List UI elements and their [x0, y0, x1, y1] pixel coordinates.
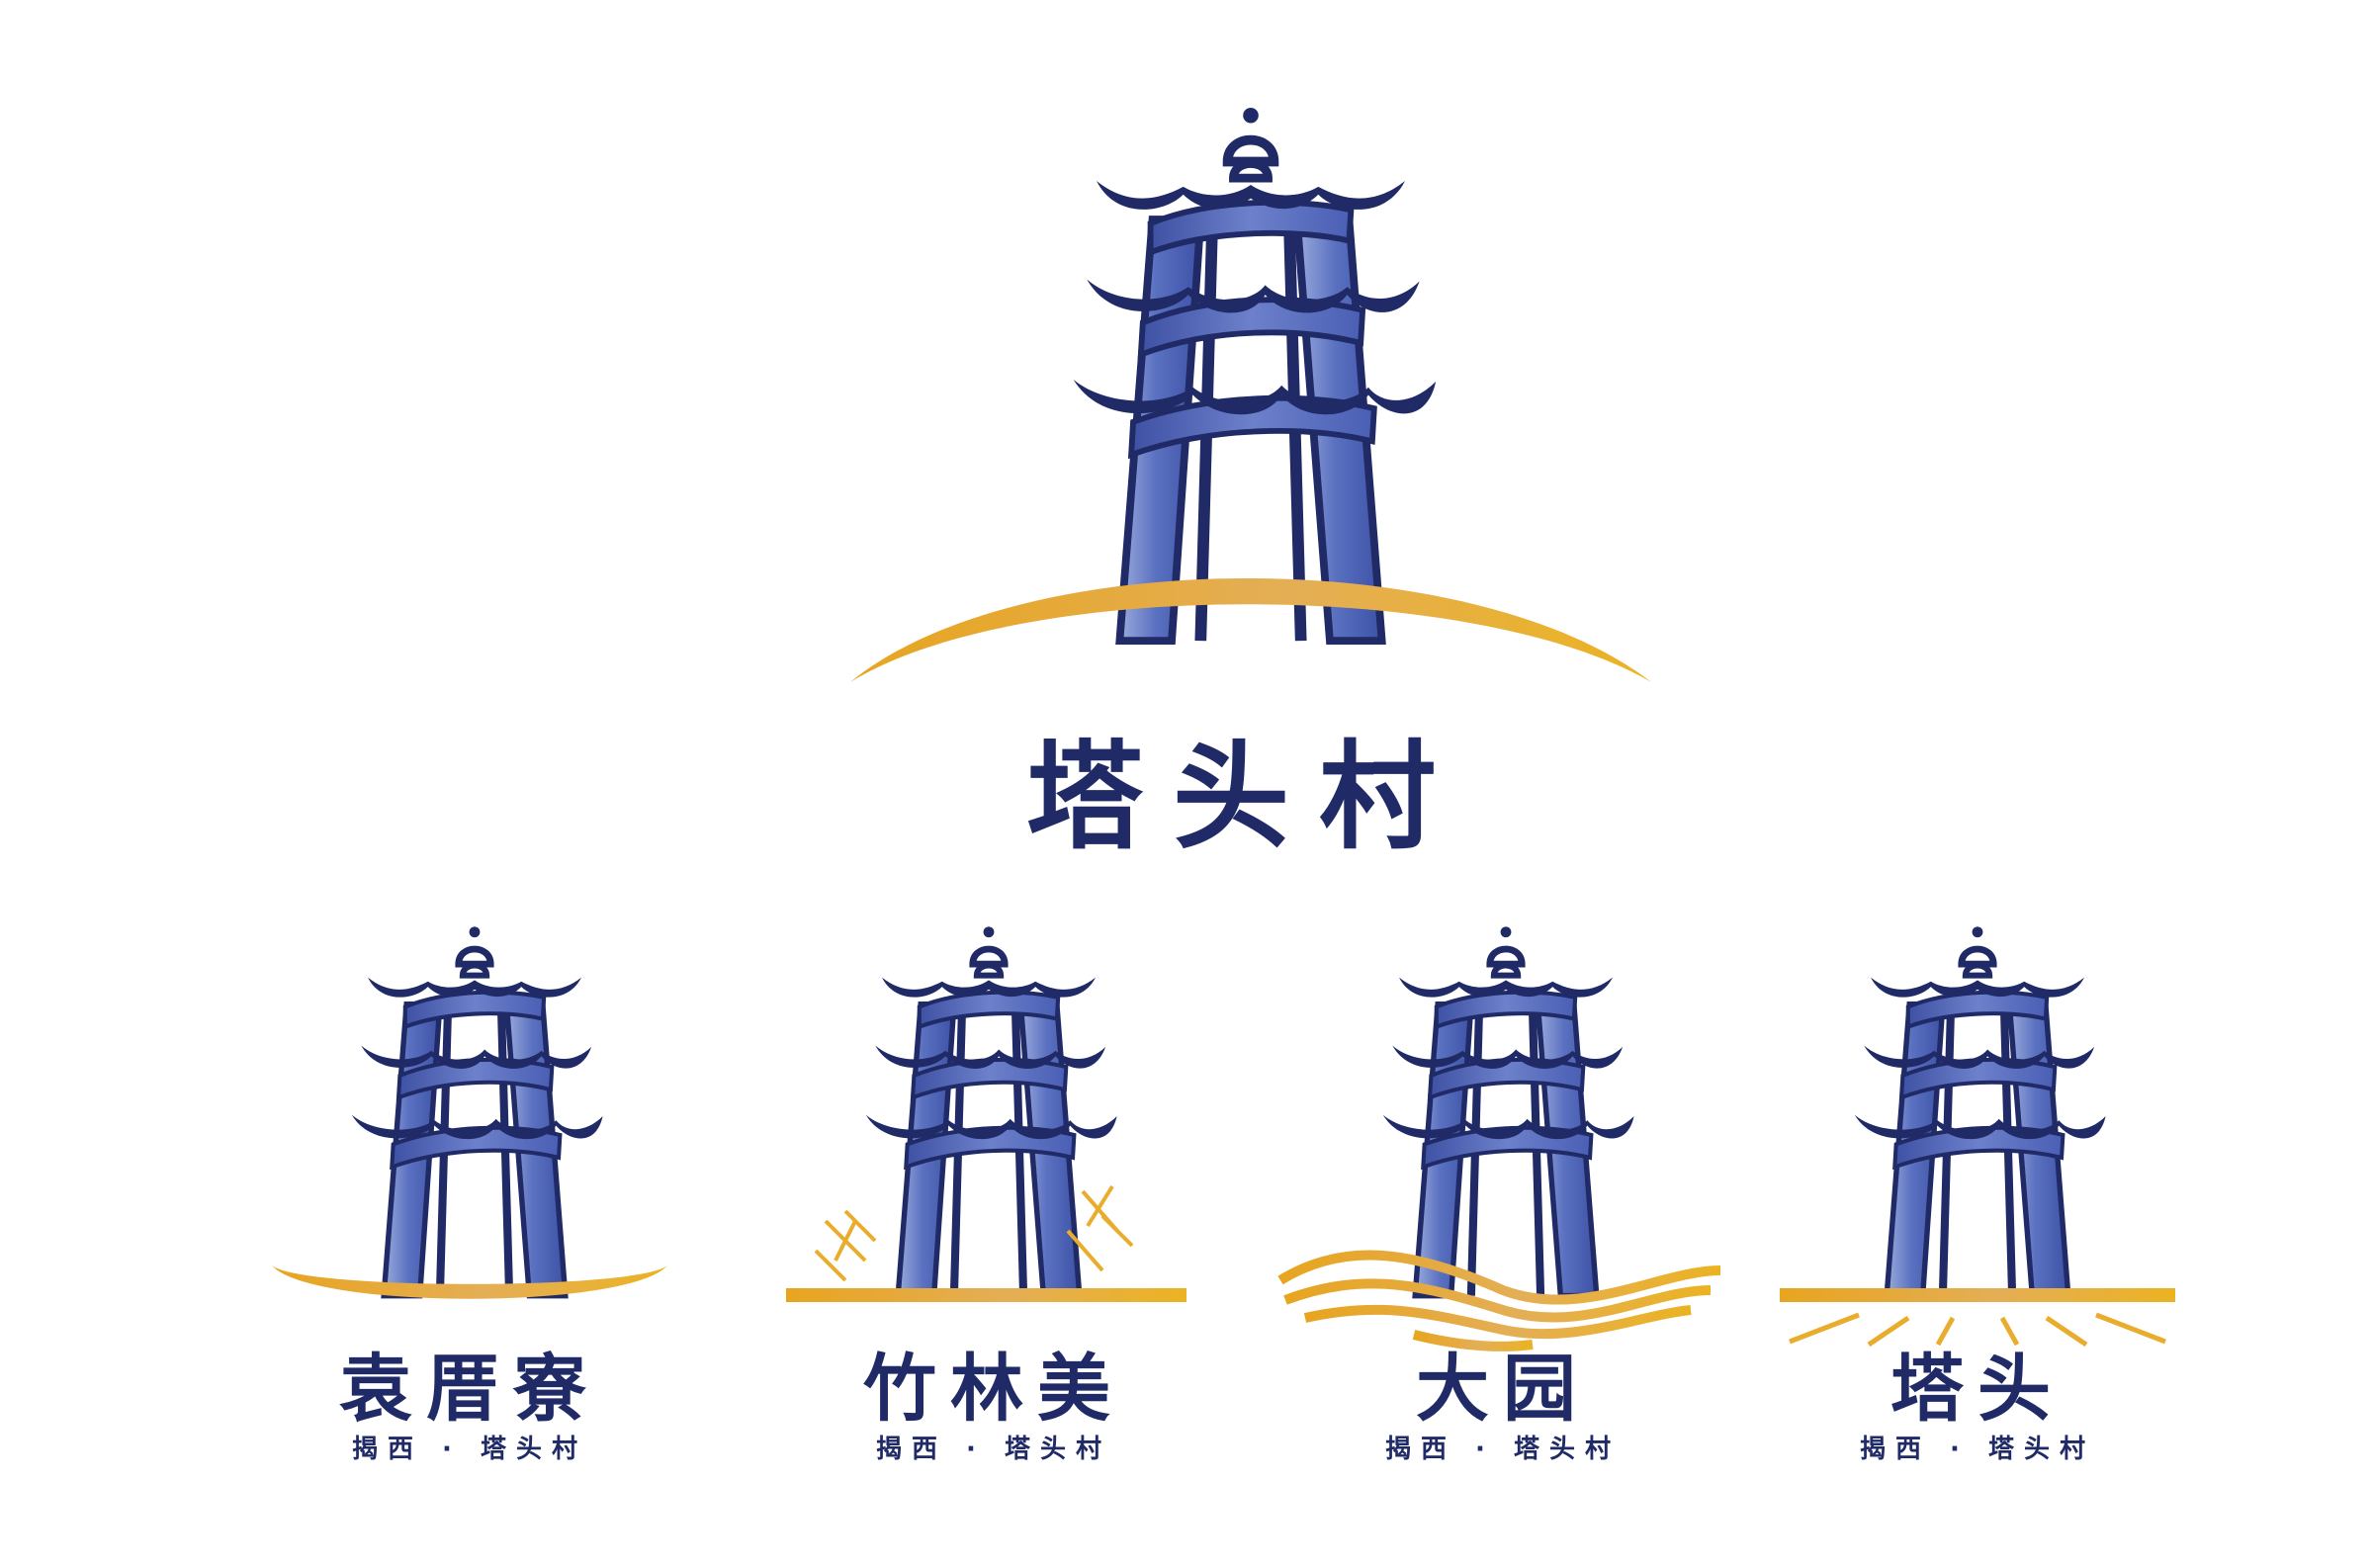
bamboo-icon [814, 1184, 1134, 1282]
main-logo: 塔头村 [821, 59, 1671, 865]
variant-title: 竹林美 [863, 1347, 1124, 1432]
main-logo-title: 塔头村 [1025, 729, 1465, 865]
golden-waves-icon [1277, 1250, 1721, 1351]
golden-line-icon [786, 1288, 1186, 1302]
golden-boat-icon [272, 1265, 667, 1299]
pagoda-icon [850, 59, 1651, 682]
variant-logo-1: 袁厝寮 揭西 · 塔头村 [232, 895, 707, 1468]
variant-title: 袁厝寮 [339, 1347, 600, 1432]
variant-title: 大园 [1416, 1347, 1590, 1432]
variant-title: 塔头 [1890, 1347, 2065, 1432]
variant-logo-4: 塔头 揭西 · 塔头村 [1740, 895, 2215, 1468]
variant-subtitle: 揭西 · 塔头村 [352, 1435, 587, 1464]
variant-logo-2: 竹林美 揭西 · 塔头村 [756, 895, 1231, 1468]
pagoda-icon [272, 895, 667, 1330]
golden-line-icon [1780, 1288, 2175, 1302]
pagoda-icon [1780, 895, 2175, 1348]
pagoda-icon [1277, 895, 1721, 1351]
sun-rays-icon [1789, 1312, 2166, 1348]
variant-subtitle: 揭西 · 塔头村 [876, 1435, 1111, 1464]
variant-subtitle: 揭西 · 塔头村 [1860, 1435, 2095, 1464]
variant-logo-3: 大园 揭西 · 塔头村 [1266, 895, 1740, 1468]
variant-subtitle: 揭西 · 塔头村 [1385, 1435, 1621, 1464]
pagoda-icon [786, 895, 1186, 1302]
golden-arc-icon [850, 578, 1651, 682]
